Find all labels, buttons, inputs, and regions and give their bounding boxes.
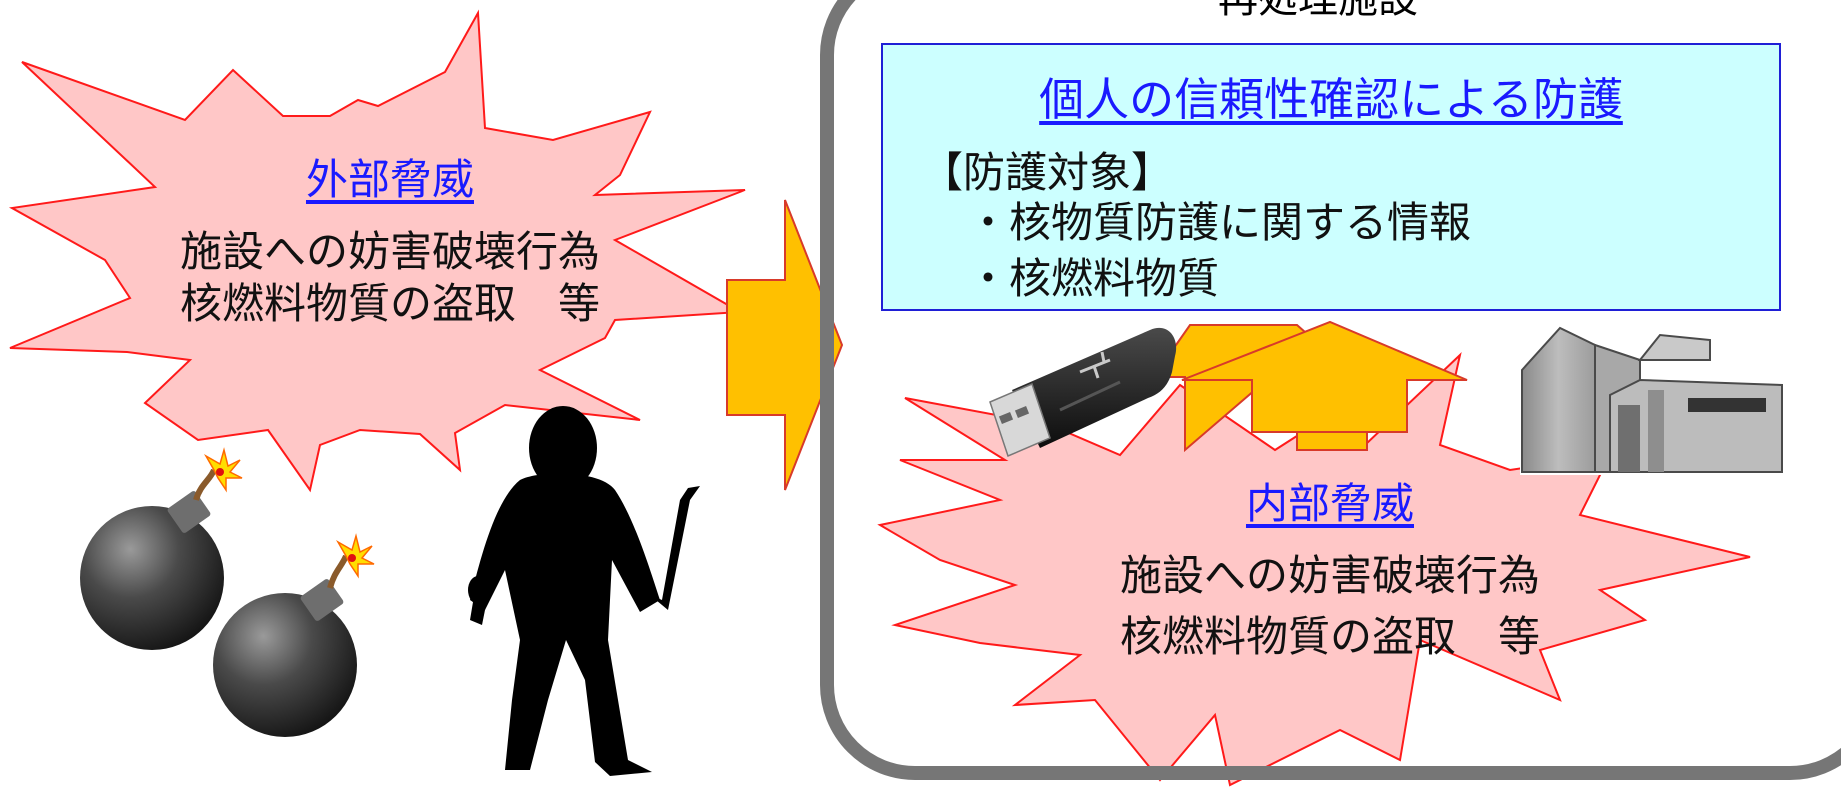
external-threat-line: 施設への妨害破壊行為: [179, 227, 600, 276]
facility-boundary: [820, 0, 1841, 780]
internal-threat-line: 施設への妨害破壊行為: [1119, 551, 1540, 600]
internal-threat-line: 核燃料物質の盗取 等: [1119, 612, 1540, 661]
up-arrow: [1181, 320, 1468, 433]
external-threat-line: 核燃料物質の盗取 等: [179, 279, 600, 328]
protection-target-item: ・核物質防護に関する情報: [967, 198, 1472, 247]
external-threat-arrow: [726, 199, 844, 491]
internal-threat-title[interactable]: 内部脅威: [1245, 479, 1414, 528]
bomb-icon: [80, 447, 243, 650]
protection-target-heading: 【防護対象】: [921, 148, 1174, 197]
external-threat-burst: [8, 9, 746, 493]
usb-drive-icon: [989, 327, 1177, 458]
facility-label: 再処理施設: [1168, 0, 1468, 16]
building-icon: [1520, 326, 1785, 475]
protection-target-list: ・核物質防護に関する情報 ・核燃料物質: [967, 195, 1471, 307]
silhouette-intruder-icon: [468, 406, 700, 776]
protection-panel-title[interactable]: 個人の信頼性確認による防護: [1039, 73, 1623, 126]
protection-panel: 個人の信頼性確認による防護 【防護対象】 ・核物質防護に関する情報 ・核燃料物質: [881, 43, 1781, 311]
bomb-icon: [213, 533, 375, 737]
protection-target-item: ・核燃料物質: [967, 254, 1220, 303]
external-threat-title[interactable]: 外部脅威: [305, 155, 474, 204]
